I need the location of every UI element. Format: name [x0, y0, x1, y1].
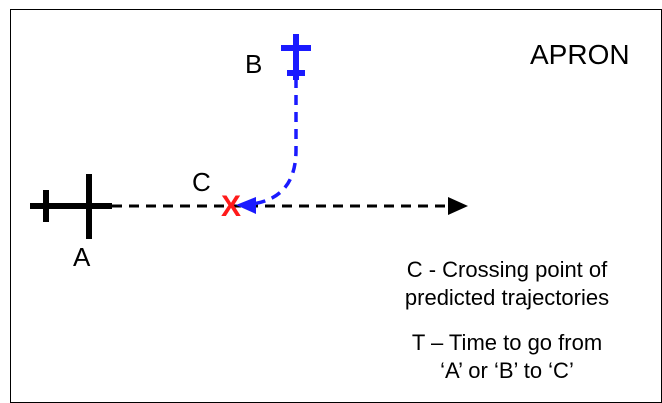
aircraft-b-label: B	[245, 49, 262, 79]
apron-label: APRON	[530, 39, 630, 70]
aircraft-b-icon	[281, 34, 311, 80]
aircraft-a-icon	[30, 174, 112, 239]
note-crossing-line1: C - Crossing point of	[407, 257, 608, 282]
note-crossing-line2: predicted trajectories	[405, 285, 609, 310]
note-time-line1: T – Time to go from	[412, 330, 602, 355]
aircraft-a-trajectory-arrowhead	[448, 197, 468, 215]
aircraft-a-label: A	[73, 242, 91, 272]
aircraft-b-trajectory	[251, 78, 298, 206]
aircraft-b-trajectory-arrowhead	[236, 197, 256, 214]
crossing-point-marker: X	[221, 190, 241, 223]
note-time-line2: ‘A’ or ‘B’ to ‘C’	[440, 358, 574, 383]
crossing-point-label: C	[192, 167, 211, 197]
